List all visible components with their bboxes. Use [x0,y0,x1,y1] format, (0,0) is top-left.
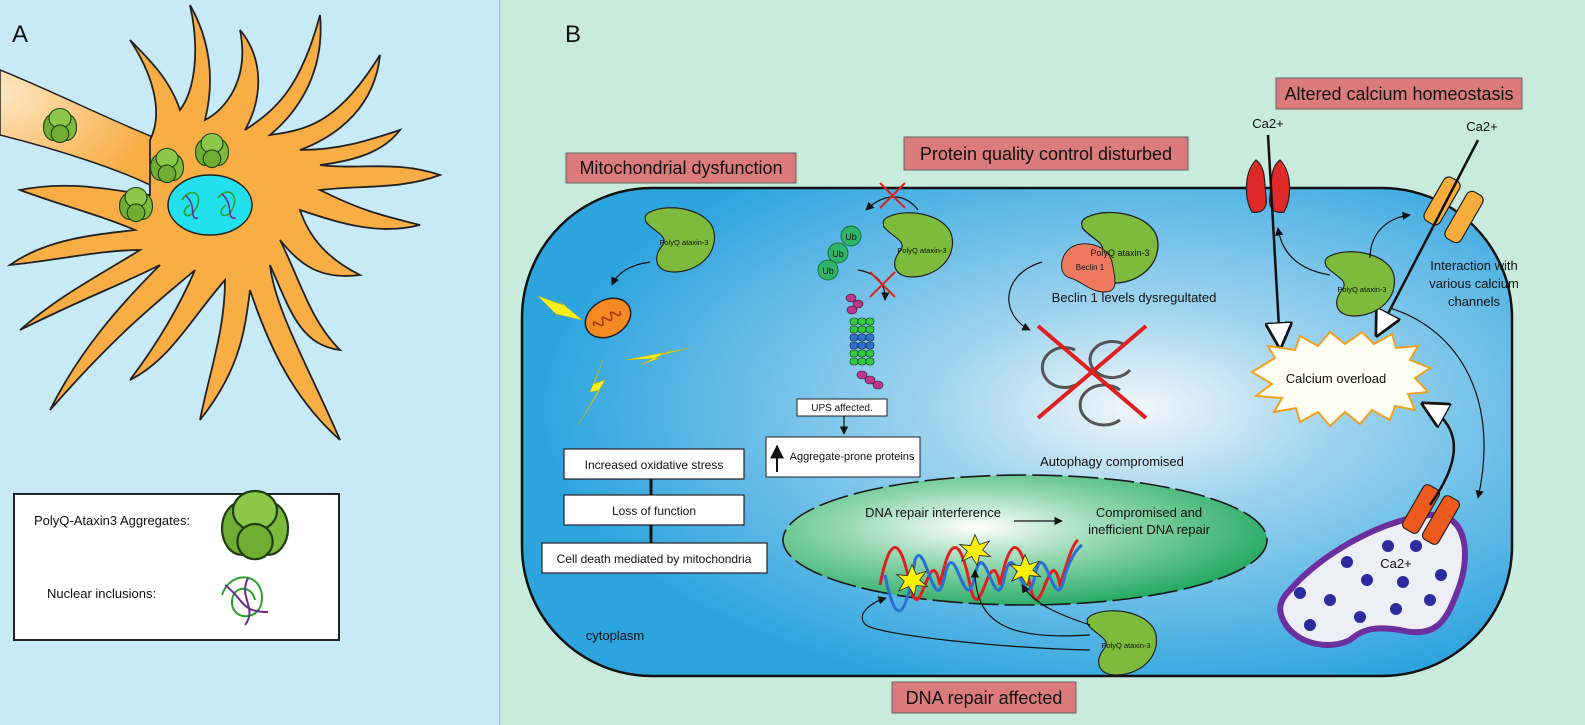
header-dna-repair: DNA repair affected [891,681,1077,714]
neuron-nucleus [167,174,253,236]
svg-text:Altered calcium homeostasis: Altered calcium homeostasis [1284,84,1513,104]
panel-b-label: B [565,21,581,48]
polyq-label-dna: PolyQ ataxin-3 [1101,641,1150,650]
ub-label-2: Ub [832,249,844,259]
polyq-label-calcium: PolyQ ataxin-3 [1337,285,1386,294]
svg-text:Protein quality control distur: Protein quality control disturbed [920,144,1172,164]
legend-aggregates-label: PolyQ-Ataxin3 Aggregates: [34,513,190,528]
red-x-1 [879,182,906,209]
ub-label-1: Ub [845,232,857,242]
lightning-bolt-1 [537,295,583,321]
calcium-channel-red [1245,159,1291,213]
cytoplasm-label: cytoplasm [586,628,645,643]
channels-line2: various calcium [1429,276,1519,291]
polyq-label-ups: PolyQ ataxin-3 [897,246,946,255]
legend-inclusions-label: Nuclear inclusions: [47,586,156,601]
red-x-2 [869,271,896,298]
ca-label-left: Ca2+ [1252,116,1283,131]
svg-text:Mitochondrial dysfunction: Mitochondrial dysfunction [579,158,782,178]
ca-label-er: Ca2+ [1380,556,1411,571]
mitochondrion [584,297,632,339]
dna-compromised-line2: inefficient DNA repair [1088,522,1211,537]
er-calcium-dots [1294,540,1447,631]
calcium-overload-burst [1250,330,1433,428]
nuclear-inclusion-1 [181,191,200,219]
autophagy-label: Autophagy compromised [1040,454,1184,469]
beclin-label: Beclin 1 [1076,263,1105,272]
polyq-label-mito: PolyQ ataxin-3 [659,238,708,247]
svg-text:DNA repair affected: DNA repair affected [906,688,1063,708]
ca-label-right: Ca2+ [1466,119,1497,134]
mito-step-2: Loss of function [612,504,696,518]
legend: PolyQ-Ataxin3 Aggregates: Nuclear inclus… [13,489,340,641]
header-protein-quality: Protein quality control disturbed [903,136,1189,171]
calcium-channel-orange [1423,176,1484,244]
lightning-bolt-3 [577,359,606,426]
channels-line3: channels [1448,294,1501,309]
ups-section: PolyQ ataxin-3 Ub Ub Ub [765,182,954,478]
calcium-section: Ca2+ Ca2+ PolyQ ataxin-3 Interaction wit… [1245,116,1519,648]
ub-label-3: Ub [822,266,834,276]
autophagy-section: PolyQ ataxin-3 Beclin 1 Beclin 1 levels … [1008,211,1217,469]
calcium-overload-label: Calcium overload [1286,371,1386,386]
cell-membrane [520,186,1514,678]
legend-inclusion-icon [221,576,269,626]
beclin-levels-label: Beclin 1 levels dysregultated [1052,290,1217,305]
panel-a-label: A [12,21,28,48]
nuclear-inclusion-2 [217,191,237,219]
red-x-autophagy [1036,324,1148,420]
lightning-bolt-2 [624,347,691,366]
header-mitochondrial: Mitochondrial dysfunction [565,152,797,184]
dna-helix [878,538,1083,613]
ups-affected-label: UPS affected. [811,403,873,414]
nucleus [782,474,1268,606]
dna-compromised-line1: Compromised and [1096,505,1202,520]
proteasome [845,293,884,390]
er-calcium-channel [1401,484,1461,545]
channels-line1: Interaction with [1430,258,1517,273]
nucleus-section: DNA repair interference Compromised and … [782,474,1268,676]
aggregate-prone-label: Aggregate-prone proteins [790,451,915,463]
header-calcium: Altered calcium homeostasis [1275,77,1523,110]
polyq-label-beclin: PolyQ ataxin-3 [1090,248,1149,258]
ubiquitin-chain: Ub Ub Ub [817,225,862,281]
dna-interference-label: DNA repair interference [865,505,1001,520]
mito-step-3: Cell death mediated by mitochondria [557,552,752,566]
mito-step-1: Increased oxidative stress [585,458,724,472]
neuron [0,4,443,441]
beclin-1-shape [1061,243,1116,293]
mito-section: PolyQ ataxin-3 Increased oxidative stres… [537,207,768,574]
